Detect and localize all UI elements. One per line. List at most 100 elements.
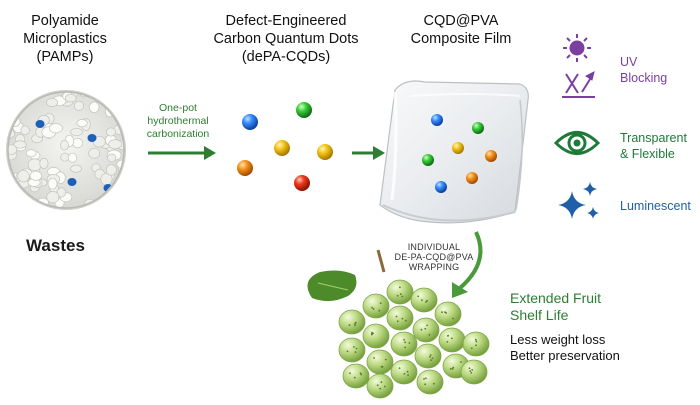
wrapping-label-line: WRAPPING [408, 262, 460, 272]
grape-speck [426, 324, 428, 327]
grape-speck [452, 317, 454, 320]
grape-speck [470, 372, 473, 374]
grape-berry [342, 363, 370, 389]
pamp-pellet [72, 137, 84, 149]
grape-speck [469, 370, 472, 372]
grape-berry [416, 369, 444, 395]
pamp-pellet [39, 157, 49, 169]
grape-speck [354, 351, 357, 353]
wastes-label: Wastes [26, 236, 85, 255]
grape-speck [474, 338, 477, 341]
grape-speck [429, 354, 432, 356]
grape-speck [449, 368, 452, 370]
grape-speck [404, 346, 407, 349]
pamp-pellet [73, 100, 85, 111]
pamp-pellet [13, 140, 27, 149]
grape-speck [460, 361, 462, 363]
pamps-title-line: (PAMPs) [36, 49, 94, 65]
grape-speck [475, 344, 477, 347]
eye-icon [553, 131, 601, 155]
pamps-pellet-pile [6, 90, 126, 210]
grape-speck [441, 311, 443, 314]
blue-pellet [67, 178, 77, 186]
grape-speck [421, 299, 423, 301]
film-title-line: Composite Film [410, 31, 512, 47]
grape-speck [353, 346, 355, 348]
grape-speck [451, 337, 453, 340]
pamp-pellet [12, 92, 25, 104]
grape-speck [424, 383, 426, 386]
grape-speck [451, 368, 454, 370]
grape-speck [425, 301, 427, 303]
uv-blocking-line: UV [620, 55, 638, 69]
grape-speck [470, 347, 473, 349]
pamp-pellet [88, 147, 101, 159]
pamp-pellet [46, 191, 60, 204]
transparent-flexible-line: Transparent [620, 131, 687, 145]
process-label-line: hydrothermal [147, 115, 209, 127]
grape-speck [376, 384, 379, 387]
pamp-pellet [29, 170, 43, 181]
sparkle-icon [558, 182, 599, 219]
grape-speck [354, 321, 357, 324]
grape-speck [401, 317, 404, 320]
pamp-pellet [107, 153, 117, 163]
grape-speck [468, 367, 471, 370]
grape-speck [417, 295, 420, 298]
pamp-pellet [70, 127, 83, 137]
grape-speck [404, 341, 406, 344]
outcome-title-line: Shelf Life [510, 307, 569, 323]
grape-speck [354, 324, 356, 327]
cqd-dot-green [296, 102, 312, 118]
grape-berry [362, 293, 390, 319]
outcome-benefit-line: Less weight loss [510, 332, 606, 347]
grape-speck [353, 376, 356, 379]
grape-speck [371, 332, 373, 335]
grape-berry [434, 301, 462, 327]
grape-speck [354, 323, 356, 325]
pamp-pellet [20, 92, 34, 97]
transparent-flexible-line: & Flexible [620, 147, 675, 161]
cqd-dot-red [294, 175, 310, 191]
pamp-pellet [17, 169, 30, 183]
grape-speck [444, 311, 446, 313]
grape-speck [404, 319, 407, 322]
pamp-pellet [76, 119, 88, 128]
pamp-pellet [60, 139, 69, 151]
grape-speck [348, 324, 351, 326]
grape-speck [371, 306, 373, 309]
pamp-pellet [47, 177, 58, 190]
luminescent-line: Luminescent [620, 199, 691, 213]
grape-speck [408, 342, 411, 344]
grape-speck [395, 315, 398, 318]
grape-speck [349, 372, 351, 375]
grape-speck [475, 340, 478, 343]
grape-speck [379, 302, 382, 305]
grape-speck [406, 370, 409, 373]
grape-speck [446, 341, 449, 343]
process-arrow [148, 146, 216, 160]
pamps-title: Polyamide Microplastics (PAMPs) [5, 12, 125, 66]
grape-berry [460, 359, 488, 385]
grape-speck [360, 373, 363, 376]
grape-cluster [307, 249, 490, 399]
film-title: CQD@PVA Composite Film [396, 12, 526, 48]
pamp-pellet [12, 95, 23, 105]
pamp-pellet [64, 93, 77, 103]
uv-blocking-line: Blocking [620, 71, 668, 85]
composite-film [379, 80, 529, 224]
grape-speck [373, 357, 375, 359]
process-label-line: One-pot [159, 102, 197, 114]
transparent-flexible-label: Transparent & Flexible [620, 130, 687, 162]
grape-speck [403, 338, 405, 341]
pamp-pellet [46, 98, 59, 107]
blue-pellet [35, 120, 45, 128]
pamp-pellet [20, 125, 30, 135]
wrapping-label-line: DE-PA-CQD@PVA [394, 252, 474, 262]
cqd-dot-yellow [317, 144, 333, 160]
grape-speck [371, 331, 373, 334]
wrapping-label: INDIVIDUAL DE-PA-CQD@PVA WRAPPING [392, 242, 476, 272]
grape-berry [410, 287, 438, 313]
grape-berry [338, 337, 366, 363]
